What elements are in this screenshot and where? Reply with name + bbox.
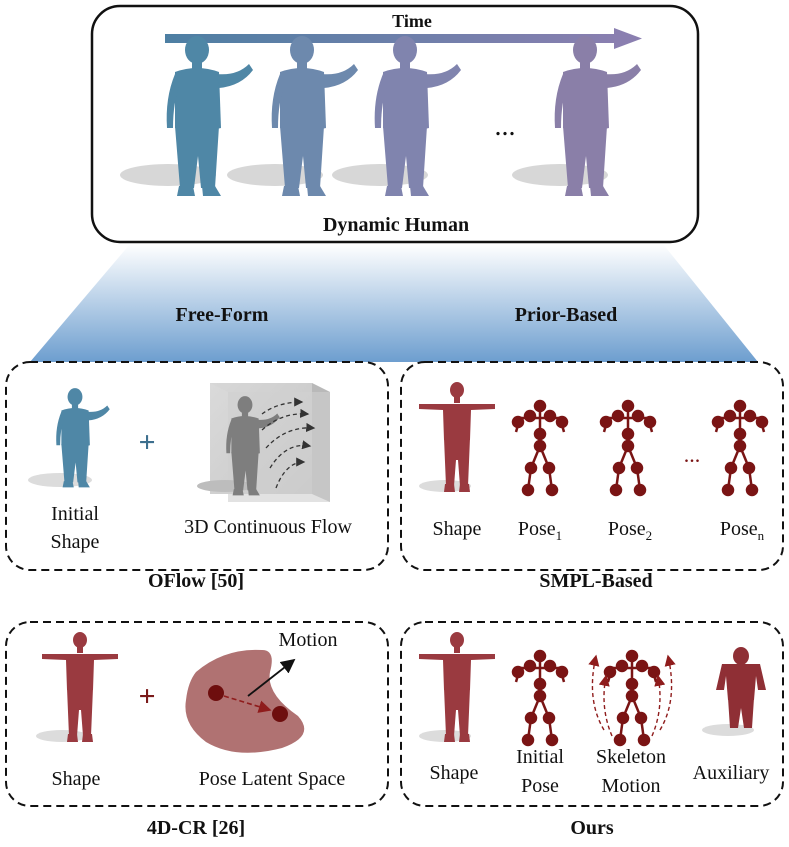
cr4d-shadow [36,730,88,742]
ours-caption: Ours [570,817,614,839]
initial-shape-line1: Initial [51,503,99,525]
smpl-shape-figure [419,382,495,492]
cr4d-shape-figure [42,632,118,742]
skeleton-motion-line2: Motion [602,775,661,797]
smpl-ellipsis: ... [684,442,701,467]
cr4d-plus-icon: + [138,680,155,713]
oflow-caption: OFlow [50] [148,570,244,592]
smpl-shape-label: Shape [433,518,482,540]
smpl-panel [400,361,784,571]
smpl-pose-1-label: Pose1 [518,518,562,543]
continuous-flow-cube [197,383,330,502]
prior-based-label: Prior-Based [515,304,618,326]
pose-latent-space-label: Pose Latent Space [199,768,346,790]
cr4d-caption: 4D-CR [26] [147,817,245,839]
oflow-plus-icon: + [138,426,155,459]
ours-shape-figure [419,632,495,742]
auxiliary-figure [702,647,766,736]
motion-label: Motion [279,629,338,651]
time-arrow [165,28,642,49]
skeleton-motion-figure [588,649,676,747]
pose-latent-space-blob [185,649,305,753]
continuous-flow-label: 3D Continuous Flow [184,516,352,538]
smpl-pose-n-skeleton [711,399,769,497]
smpl-pose-2-skeleton [599,399,657,497]
oflow-shadow [28,473,92,487]
initial-pose-line1: Initial [516,746,564,768]
time-label: Time [392,11,432,31]
ours-initial-pose-skeleton [511,649,569,747]
time-ellipsis: ... [495,111,516,142]
smpl-pose-1-skeleton [511,399,569,497]
smpl-caption: SMPL-Based [539,570,652,592]
initial-shape-line2: Shape [51,531,100,553]
oflow-panel [5,361,389,571]
smpl-pose-2-label: Pose2 [608,518,652,543]
auxiliary-label: Auxiliary [693,762,770,784]
skeleton-motion-line1: Skeleton [596,746,666,768]
category-fan [30,244,758,362]
initial-pose-line2: Pose [521,775,559,797]
dynamic-human-title: Dynamic Human [323,214,469,236]
initial-shape-figure [56,388,110,488]
smpl-pose-n-label: Posen [720,518,765,543]
ours-shape-label: Shape [430,762,479,784]
cr4d-shape-label: Shape [52,768,101,790]
free-form-label: Free-Form [176,304,269,326]
